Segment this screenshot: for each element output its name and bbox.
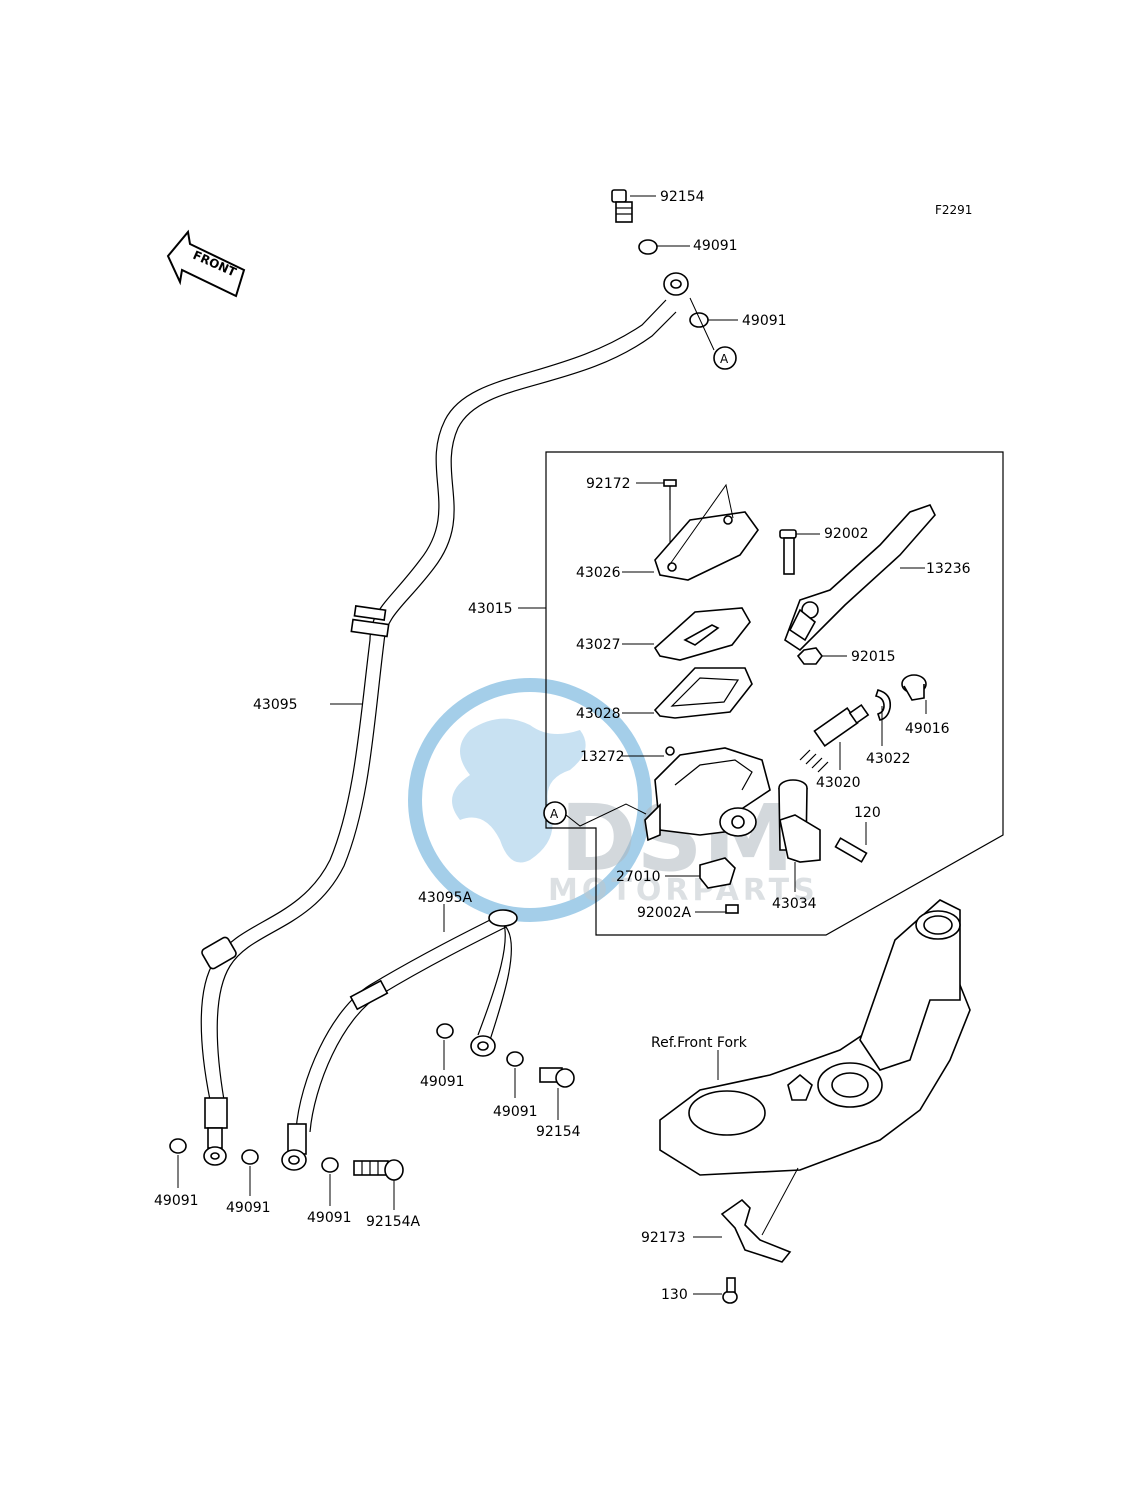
callout-marker-a: A: [543, 801, 567, 825]
watermark: DSM MOTORPARTS: [408, 678, 819, 922]
part-label-49091: 49091: [226, 1200, 271, 1216]
part-label-120: 120: [854, 805, 881, 821]
part-label-49091: 49091: [493, 1104, 538, 1120]
banjo-fitting-lower: [281, 1123, 307, 1171]
clamp-bolt: [834, 837, 868, 863]
washer-icon: [436, 1023, 454, 1039]
banjo-bolt-lower: [353, 1159, 404, 1181]
hose-bracket: [720, 1198, 792, 1263]
washer-icon: [321, 1157, 339, 1173]
svg-text:A: A: [720, 352, 729, 366]
lock-nut: [796, 647, 823, 665]
washer-icon: [169, 1138, 187, 1154]
hose-clamp: [350, 605, 390, 638]
part-label-43028: 43028: [576, 706, 621, 722]
part-label-13236: 13236: [926, 561, 971, 577]
part-label-49091: 49091: [154, 1193, 199, 1209]
part-label-43034: 43034: [772, 896, 817, 912]
screw-icon: [663, 479, 677, 510]
banjo-fitting-top: [663, 272, 689, 296]
front-arrow-icon: FRONT: [166, 229, 246, 298]
part-label-43015: 43015: [468, 601, 513, 617]
part-label-43095A: 43095A: [418, 890, 473, 906]
piston-spring: [799, 703, 870, 773]
watermark-globe: [408, 678, 652, 922]
callout-marker-a: A: [713, 346, 737, 370]
reference-label: Ref.Front Fork: [651, 1035, 748, 1051]
brake-hose-43095A: [295, 914, 506, 1131]
washer-icon: [638, 239, 658, 255]
part-label-43020: 43020: [816, 775, 861, 791]
brake-switch: [699, 857, 736, 889]
washer-icon: [241, 1149, 259, 1165]
diaphragm: [653, 667, 753, 719]
part-label-49091: 49091: [307, 1210, 352, 1226]
triple-clamp: [659, 899, 971, 1176]
screw-icon: [725, 904, 739, 914]
part-label-92002A: 92002A: [637, 905, 692, 921]
part-label-43026: 43026: [576, 565, 621, 581]
pivot-bolt: [779, 529, 797, 575]
brake-lever: [784, 504, 936, 652]
hose-clamp: [201, 936, 237, 970]
part-label-27010: 27010: [616, 869, 661, 885]
part-label-130: 130: [661, 1287, 688, 1303]
washer-icon: [689, 312, 709, 328]
svg-text:A: A: [550, 807, 559, 821]
banjo-bolt-mid: [539, 1067, 575, 1088]
part-label-43027: 43027: [576, 637, 621, 653]
reservoir-cover: [654, 511, 759, 581]
group-frame: [545, 451, 1004, 936]
part-label-92154: 92154: [660, 189, 705, 205]
watermark-sub: MOTORPARTS: [548, 873, 819, 908]
part-label-92172: 92172: [586, 476, 631, 492]
part-label-43095: 43095: [253, 697, 298, 713]
circlip-icon: [874, 689, 892, 721]
banjo-bolt-top: [611, 189, 633, 223]
part-label-49091: 49091: [693, 238, 738, 254]
part-label-13272: 13272: [580, 749, 625, 765]
dust-boot: [901, 674, 927, 701]
brake-hose-43095A-outline: [309, 926, 512, 1133]
part-label-49091: 49091: [742, 313, 787, 329]
washer-icon: [506, 1051, 524, 1067]
part-label-92154: 92154: [536, 1124, 581, 1140]
watermark-continents: [452, 718, 586, 863]
brake-hose-43095-outline: [216, 311, 677, 1101]
hose-clamp: [349, 979, 389, 1011]
bleed-screw-icon: [665, 746, 675, 756]
figure-code: F2291: [935, 203, 972, 217]
bracket-bolt: [722, 1277, 738, 1304]
part-label-92154A: 92154A: [366, 1214, 421, 1230]
part-label-49016: 49016: [905, 721, 950, 737]
banjo-fitting-mid: [470, 1035, 496, 1057]
part-label-49091: 49091: [420, 1074, 465, 1090]
hose-fitting-lower: [203, 1097, 228, 1166]
hose-joint: [488, 909, 518, 927]
part-label-92002: 92002: [824, 526, 869, 542]
master-cylinder-body: [644, 747, 771, 842]
part-label-92015: 92015: [851, 649, 896, 665]
part-label-43022: 43022: [866, 751, 911, 767]
handlebar-clamp: [778, 779, 821, 863]
part-label-92173: 92173: [641, 1230, 686, 1246]
